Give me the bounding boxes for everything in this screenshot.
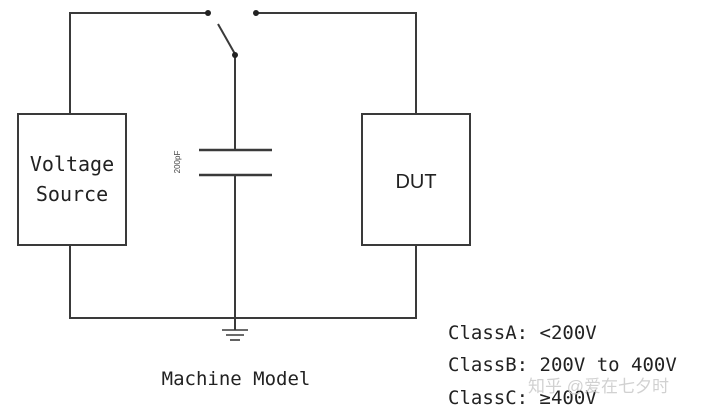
dut-label: DUT	[395, 171, 436, 193]
switch-contact-left	[205, 10, 211, 16]
top-left-wire	[69, 12, 207, 113]
dut-box	[361, 113, 471, 246]
top-right-wire	[256, 12, 417, 114]
switch-icon	[205, 10, 259, 58]
switch-blade	[217, 23, 236, 55]
class-b-text: ClassB: 200V to 400V	[448, 354, 677, 376]
voltage-source-label-line2: Source	[36, 182, 108, 206]
diagram-title: Machine Model	[162, 368, 311, 390]
switch-contact-right	[253, 10, 259, 16]
watermark-text: 知乎 @爱在七夕时	[528, 377, 669, 396]
circuit-wires	[69, 12, 417, 330]
switch-pivot	[232, 52, 238, 58]
ground-icon	[222, 329, 248, 341]
capacitor-label: 200pF	[173, 151, 182, 174]
capacitor-icon	[199, 148, 272, 177]
voltage-source-label-line1: Voltage	[30, 152, 114, 176]
voltage-source-box	[17, 113, 127, 246]
class-a-text: ClassA: <200V	[448, 322, 597, 344]
class-c-text: ClassC: ≥400V	[448, 387, 597, 409]
bottom-wire	[69, 245, 417, 319]
